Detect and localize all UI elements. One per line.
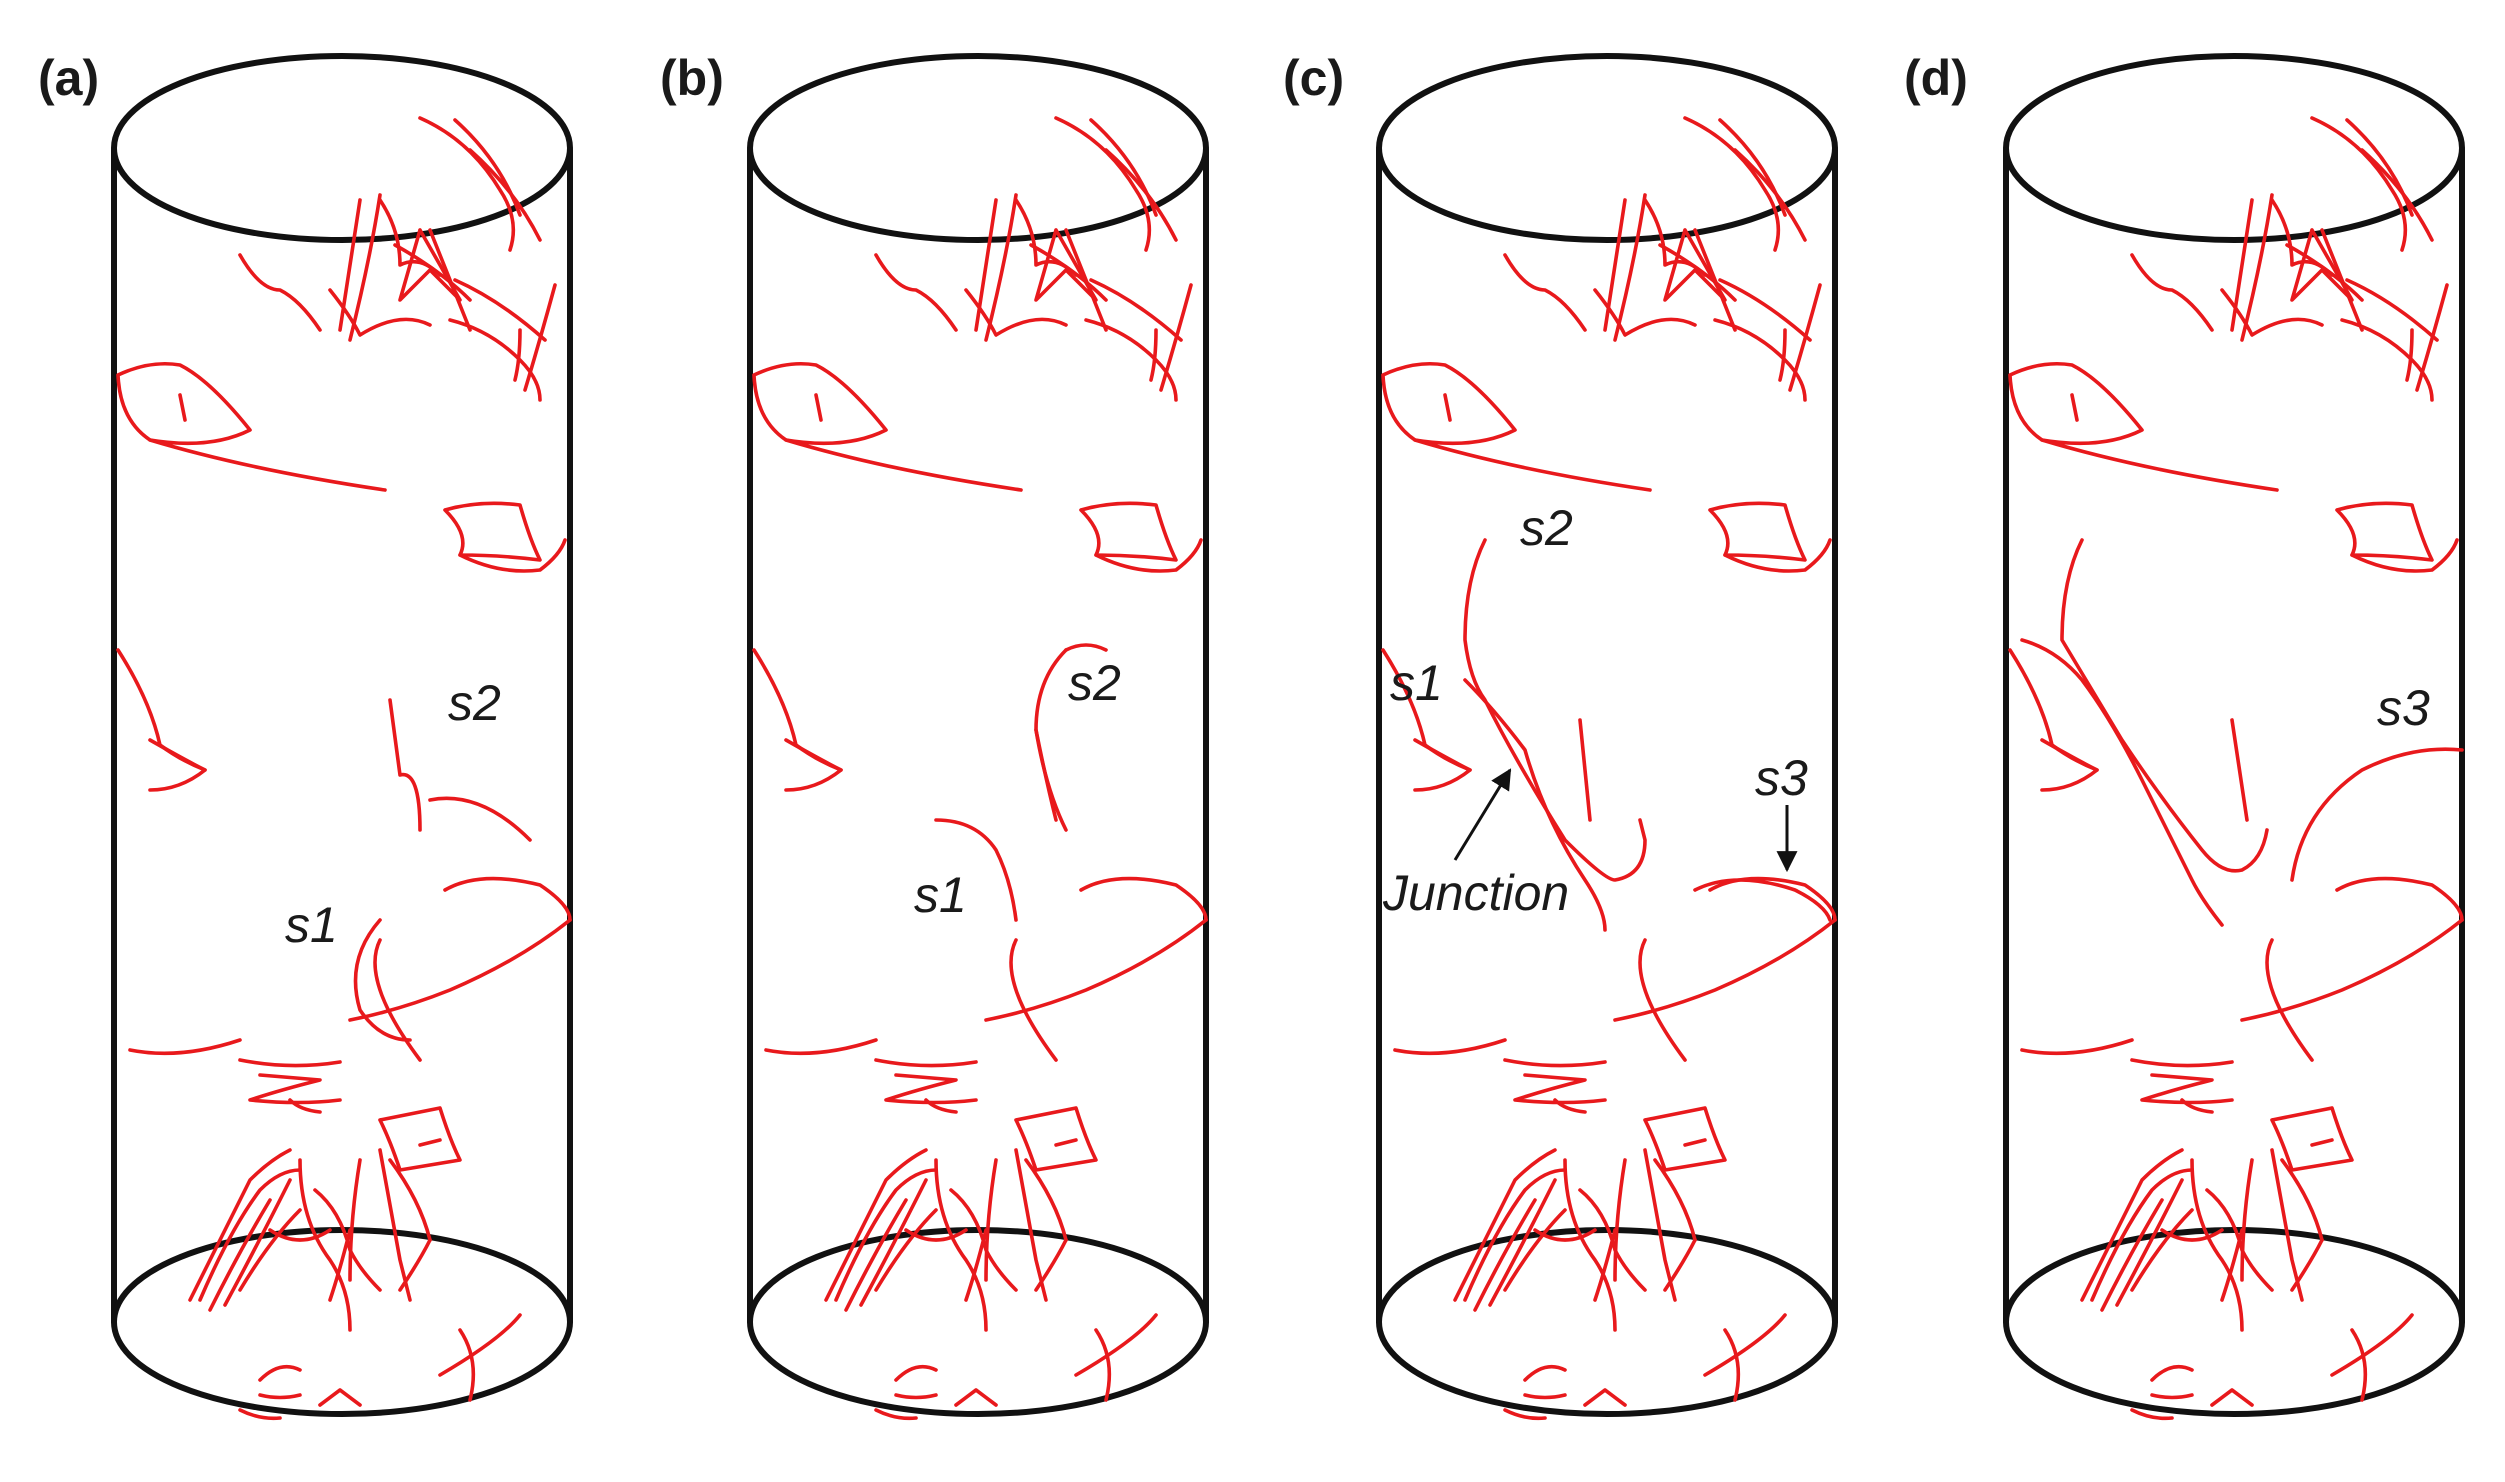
dislocation-network-d <box>2008 116 2464 1421</box>
panel-label-b: (b) <box>660 50 724 106</box>
annotation-s1-c: s1 <box>1390 655 1443 711</box>
dislocation-s2-a <box>388 698 422 832</box>
cylinder-outline-c <box>1376 53 1839 1417</box>
panel-label-a: (a) <box>38 50 99 106</box>
panel-b: (b) s2 s1 <box>660 50 1210 1421</box>
dislocation-s2-a-arc <box>428 796 532 842</box>
dislocation-network-a <box>116 116 572 1421</box>
annotation-junction-c: Junction <box>1382 865 1569 921</box>
dislocation-s1-b <box>934 818 1018 922</box>
dislocation-s3-c <box>1693 878 1832 922</box>
cylinder-outline-d <box>2003 53 2466 1417</box>
dislocation-s2-c <box>1463 538 1647 882</box>
panel-d: (d) s3 <box>1904 50 2466 1421</box>
dislocation-network-b <box>752 116 1208 1421</box>
panel-label-c: (c) <box>1283 50 1344 106</box>
panel-c: (c) s2 s1 s3 Junction <box>1283 50 1839 1421</box>
annotation-s1-b: s1 <box>914 867 967 923</box>
annotation-s2-a: s2 <box>448 675 501 731</box>
cylinder-outline-a <box>111 53 574 1417</box>
cylinder-outline-b <box>747 53 1210 1417</box>
panel-a: (a) s2 s1 <box>38 50 574 1421</box>
dislocation-merged-loop-d <box>2060 538 2269 873</box>
panel-label-d: (d) <box>1904 50 1968 106</box>
annotation-s3-c: s3 <box>1755 750 1808 806</box>
annotation-s3-d: s3 <box>2377 680 2430 736</box>
dislocation-network-c <box>1381 116 1837 1421</box>
arrow-junction-c <box>1453 768 1512 861</box>
dislocation-s3-d <box>2290 747 2464 882</box>
annotation-s2-c: s2 <box>1520 500 1573 556</box>
dislocation-s1-c <box>1463 678 1607 932</box>
dislocation-s1-a <box>353 918 412 1042</box>
annotation-s2-b: s2 <box>1068 655 1121 711</box>
annotation-s1-a: s1 <box>285 897 338 953</box>
